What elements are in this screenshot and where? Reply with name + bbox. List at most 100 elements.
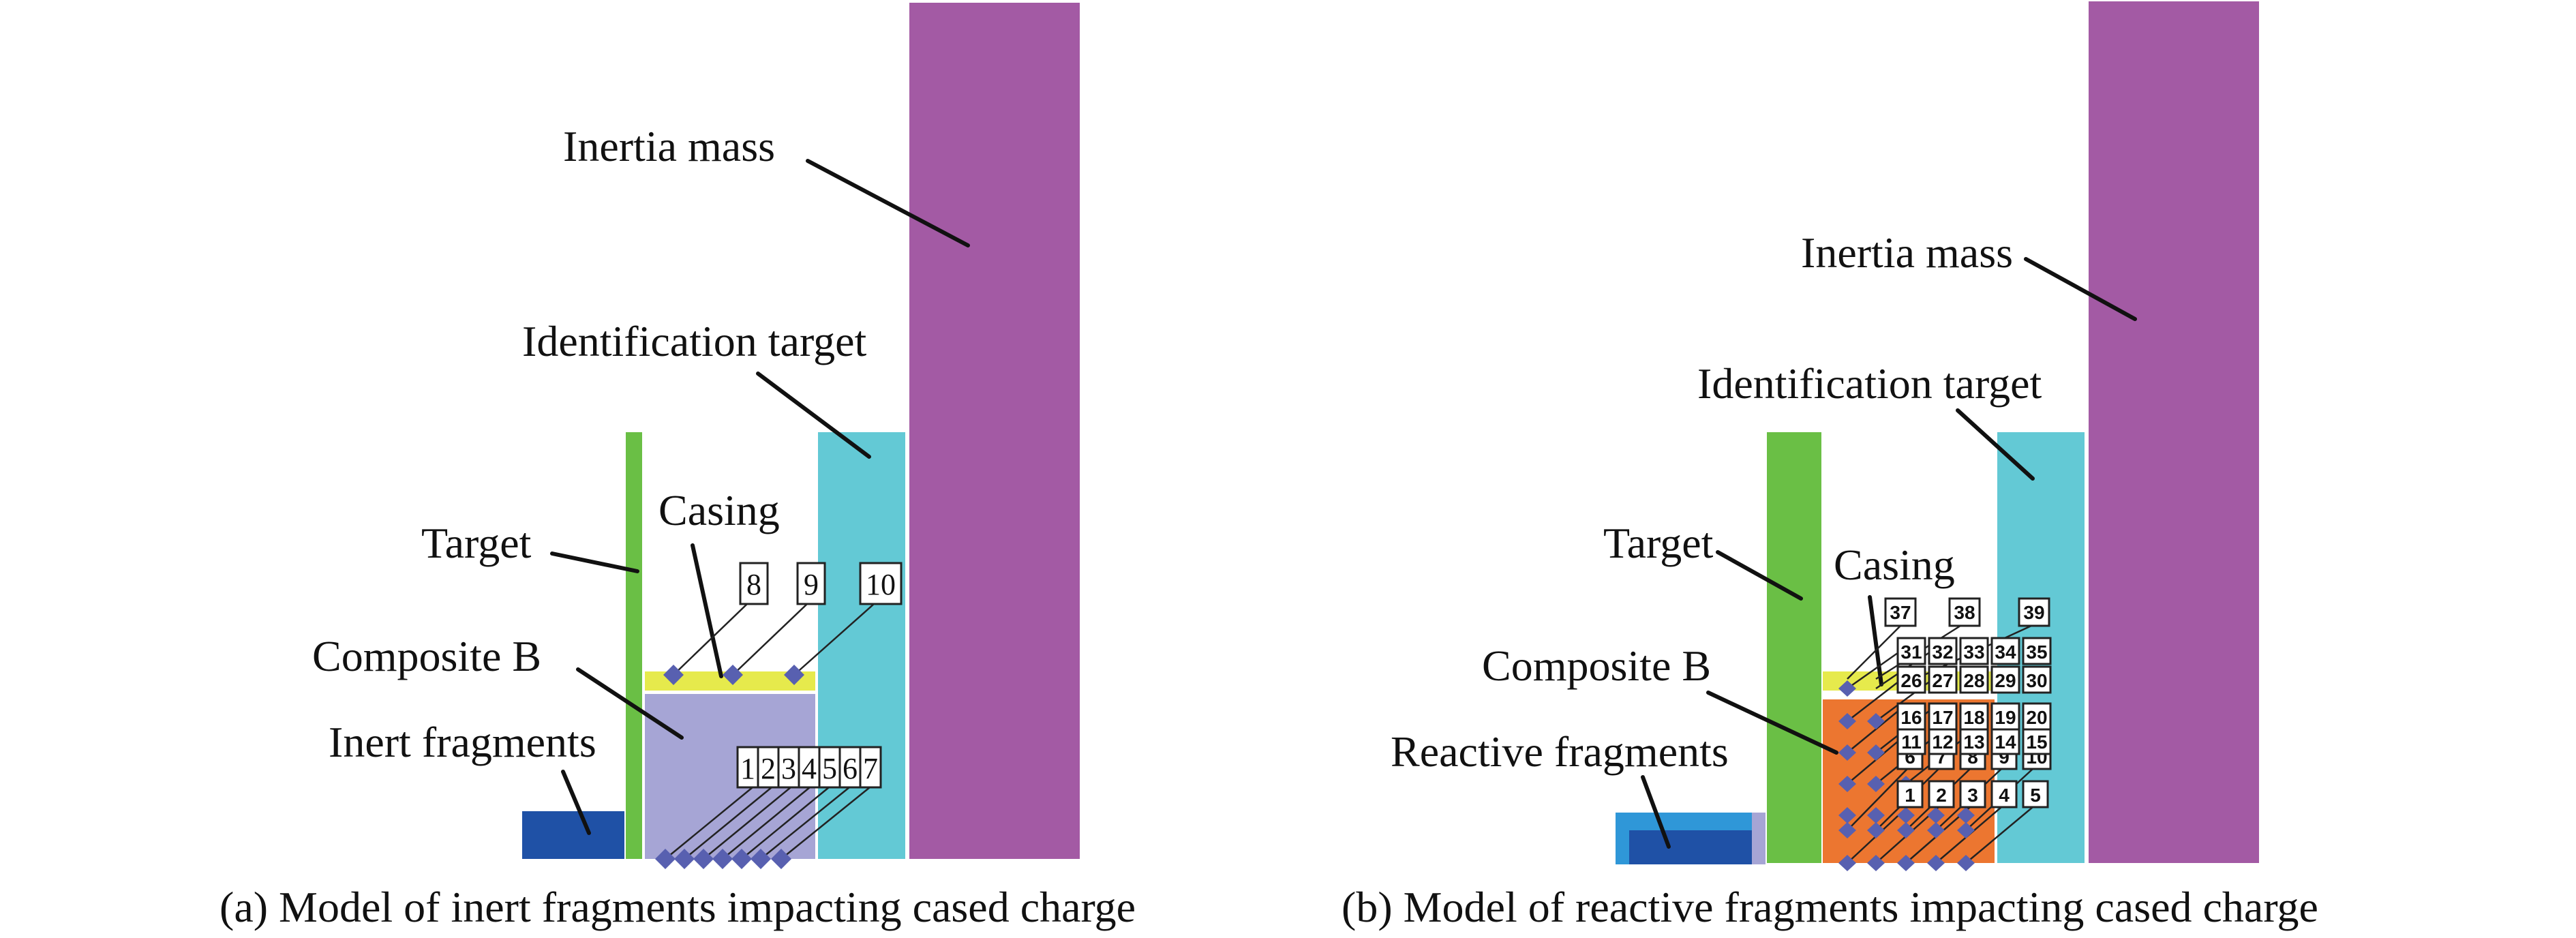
gauge-marker — [1957, 855, 1975, 871]
identification-target-leader — [756, 372, 871, 459]
gauge-label: 30 — [2026, 670, 2047, 691]
target-leader — [1716, 550, 1803, 601]
gauge-label: 34 — [1995, 641, 2016, 663]
gauge-marker — [1867, 807, 1885, 823]
casing-label: Casing — [658, 486, 780, 534]
inertia-mass-block — [2089, 1, 2259, 863]
gauge-label: 1 — [740, 752, 755, 785]
gauge-label: 5 — [822, 752, 837, 785]
gauge-label: 33 — [1963, 641, 1984, 663]
target-label: Target — [421, 519, 532, 567]
inertia-mass-leader — [2024, 257, 2137, 321]
casing-label: Casing — [1834, 541, 1955, 589]
target-plate — [626, 432, 642, 859]
casing-leader — [1868, 595, 1883, 686]
composite-b-leader — [1706, 691, 1838, 755]
gauge-label: 8 — [746, 568, 761, 601]
gauge-marker — [1927, 855, 1945, 871]
gauge-marker — [1867, 713, 1885, 729]
gauge-label: 16 — [1900, 707, 1922, 728]
gauge-marker — [1897, 822, 1915, 838]
gauge-label: 4 — [802, 752, 817, 785]
identification-target-leader — [1956, 408, 2035, 481]
inert-fragment — [522, 811, 624, 859]
gauge-label: 35 — [2026, 641, 2047, 663]
gauge-label: 7 — [863, 752, 878, 785]
gauge-label: 3 — [1967, 785, 1978, 806]
gauge-label: 38 — [1954, 602, 1975, 623]
caption-b: (b) Model of reactive fragments impactin… — [1342, 883, 2318, 931]
gauge-label: 19 — [1995, 707, 2016, 728]
identification-target-label: Identification target — [522, 317, 867, 365]
gauge-marker — [723, 665, 743, 685]
gauge-marker — [1838, 822, 1856, 838]
gauge-marker — [771, 849, 791, 869]
gauge-label: 5 — [2030, 785, 2041, 806]
gauge-label: 29 — [1995, 670, 2016, 691]
gauge-marker — [712, 849, 733, 869]
gauge-label: 27 — [1932, 670, 1953, 691]
gauge-labels-a-bottom: 1 2 3 4 5 6 7 — [736, 746, 882, 789]
gauge-label: 6 — [843, 752, 858, 785]
gauge-label: 3 — [781, 752, 796, 785]
gauge-leaders-top — [673, 603, 875, 676]
gauge-label: 11 — [1901, 731, 1922, 753]
identification-target-label: Identification target — [1697, 359, 2042, 408]
composite-b-label: Composite B — [1482, 641, 1711, 690]
casing-leader — [691, 543, 723, 678]
panel-b: Inertia mass Identification target Targe… — [1342, 1, 2318, 931]
gauge-leaders-bottom — [665, 787, 870, 860]
gauge-labels-b: 1 2 3 4 5 6 7 8 9 10 11 12 13 14 15 16 1… — [1884, 597, 2052, 808]
gauge-marker — [693, 849, 714, 869]
gauge-label: 12 — [1932, 731, 1953, 753]
gauge-marker — [1957, 822, 1975, 838]
gauge-marker — [1957, 807, 1975, 823]
gauge-marker — [1838, 776, 1856, 792]
gauge-label: 1 — [1905, 785, 1915, 806]
gauge-label: 2 — [1936, 785, 1947, 806]
gauge-marker — [784, 665, 804, 685]
gauge-label: 26 — [1900, 670, 1922, 691]
reactive-fragments-leader — [1641, 775, 1671, 849]
fragments-label: Reactive fragments — [1391, 727, 1729, 776]
gauge-label: 37 — [1890, 602, 1911, 623]
gauge-marker — [1897, 855, 1915, 871]
gauge-marker — [1867, 822, 1885, 838]
gauge-label: 13 — [1963, 731, 1984, 753]
gauge-label: 39 — [2023, 602, 2044, 623]
gauge-marker — [1927, 822, 1945, 838]
fragments-label: Inert fragments — [329, 718, 596, 766]
gauge-marker — [1838, 855, 1856, 871]
gauge-label: 32 — [1932, 641, 1953, 663]
gauge-marker — [731, 849, 752, 869]
inertia-mass-label: Inertia mass — [563, 122, 775, 170]
gauge-label: 10 — [866, 568, 896, 601]
gauge-marker — [751, 849, 771, 869]
inertia-mass-block — [909, 3, 1080, 859]
composite-b-leader — [576, 667, 684, 740]
gauge-label: 31 — [1900, 641, 1922, 663]
target-label: Target — [1603, 519, 1714, 567]
target-leader — [550, 551, 639, 573]
gauge-marker — [1838, 713, 1856, 729]
gauge-marker — [674, 849, 695, 869]
gauge-marker — [1927, 807, 1945, 823]
gauge-label: 28 — [1963, 670, 1984, 691]
gauge-label: 20 — [2026, 707, 2047, 728]
gauge-label: 9 — [804, 568, 819, 601]
inert-fragments-leader — [561, 770, 591, 835]
gauge-marker — [1867, 776, 1885, 792]
gauge-label: 18 — [1963, 707, 1984, 728]
reactive-fragment-core — [1629, 830, 1752, 864]
gauge-marker — [1838, 807, 1856, 823]
gauge-markers-a — [655, 665, 804, 869]
gauge-labels-a-top: 8 9 10 — [739, 562, 903, 605]
gauge-marker — [1838, 744, 1856, 761]
gauge-marker — [1867, 855, 1885, 871]
gauge-label: 14 — [1995, 731, 2016, 753]
gauge-marker — [655, 849, 676, 869]
gauge-label: 2 — [761, 752, 776, 785]
composite-b-label: Composite B — [312, 632, 541, 680]
gauge-label: 15 — [2026, 731, 2047, 753]
target-plate — [1767, 432, 1821, 863]
